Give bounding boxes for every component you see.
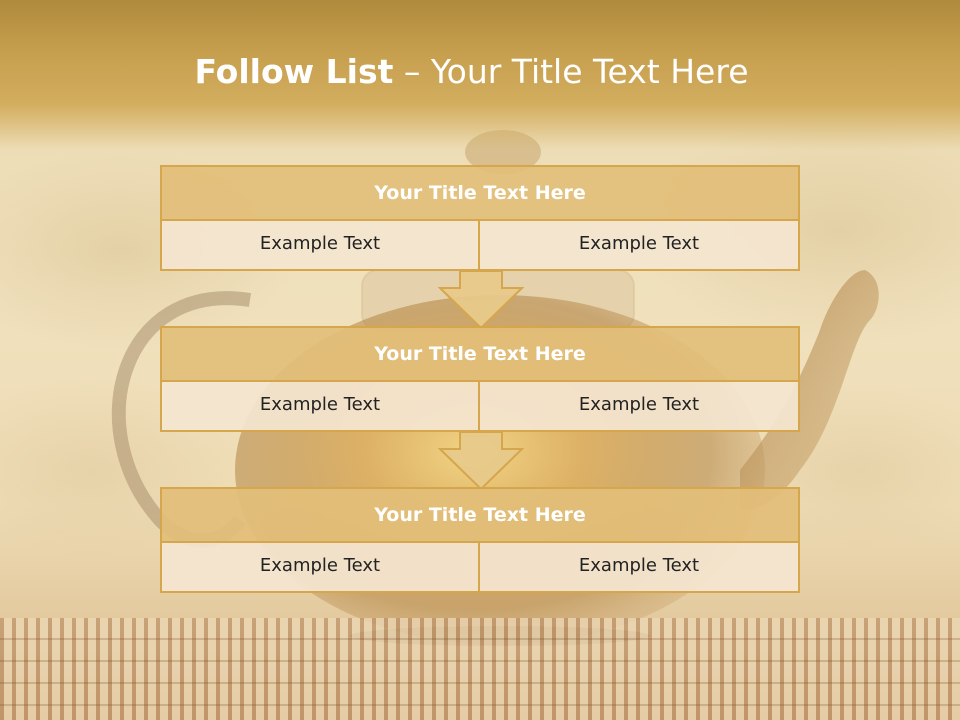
block-cell-left: Example Text	[160, 382, 480, 432]
block-cell-right: Example Text	[480, 382, 800, 432]
bamboo-mat-rows	[0, 618, 960, 720]
title-separator: –	[393, 52, 431, 91]
block-row: Example Text Example Text	[160, 382, 800, 432]
bamboo-mat	[0, 618, 960, 720]
down-arrow-icon	[438, 431, 524, 491]
title-bold: Follow List	[194, 52, 394, 91]
follow-block-2: Your Title Text Here Example Text Exampl…	[160, 326, 800, 432]
down-arrow-icon	[438, 270, 524, 330]
block-cell-left: Example Text	[160, 221, 480, 271]
follow-block-3: Your Title Text Here Example Text Exampl…	[160, 487, 800, 593]
block-title: Your Title Text Here	[160, 326, 800, 382]
block-cell-right: Example Text	[480, 543, 800, 593]
slide-title: Follow List – Your Title Text Here	[0, 52, 943, 91]
block-row: Example Text Example Text	[160, 543, 800, 593]
block-title: Your Title Text Here	[160, 165, 800, 221]
title-band	[0, 0, 960, 150]
block-row: Example Text Example Text	[160, 221, 800, 271]
title-rest: Your Title Text Here	[430, 52, 749, 91]
block-title: Your Title Text Here	[160, 487, 800, 543]
follow-block-1: Your Title Text Here Example Text Exampl…	[160, 165, 800, 271]
block-cell-right: Example Text	[480, 221, 800, 271]
block-cell-left: Example Text	[160, 543, 480, 593]
